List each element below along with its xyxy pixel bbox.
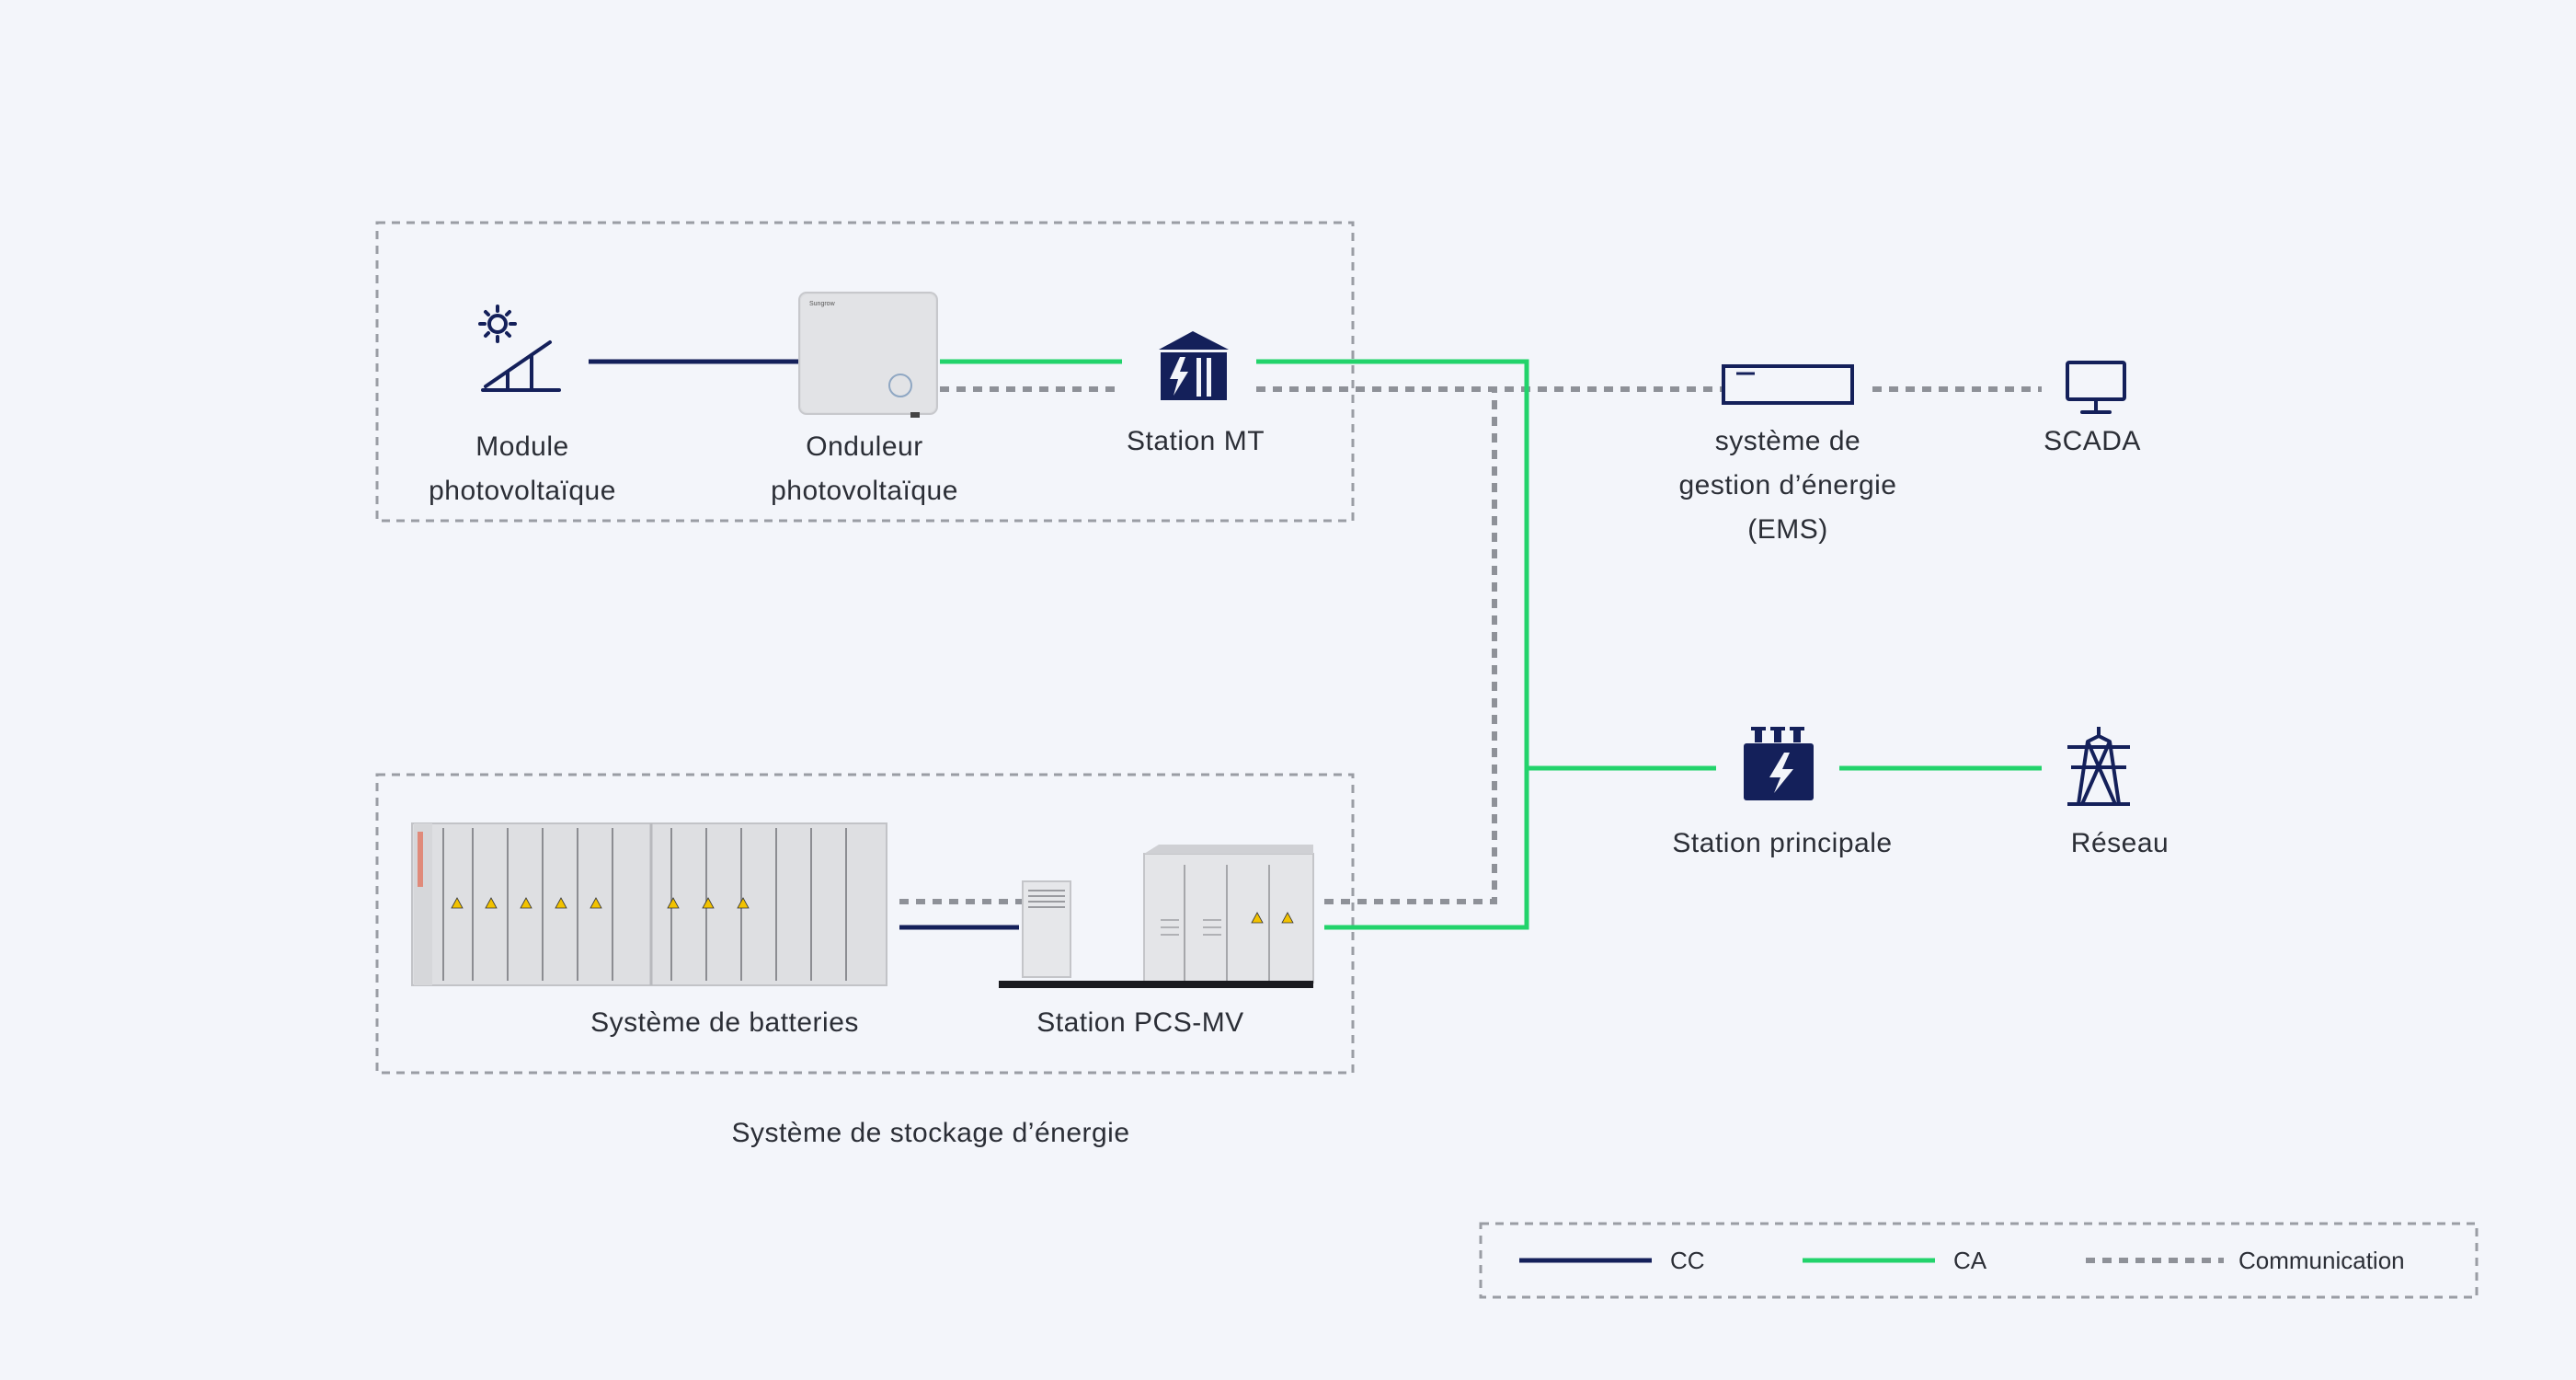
- storage-group-box: [375, 773, 1355, 1075]
- battery-system-label: Système de batteries: [590, 1007, 859, 1038]
- pcs-cabinet-icon: [999, 845, 1314, 988]
- legend-ac-label: CA: [1953, 1247, 1987, 1274]
- dc-lines: [589, 359, 1019, 930]
- pcs-mv-station-label: Station PCS-MV: [1036, 1007, 1244, 1038]
- ac-line-mt-bus: [1256, 359, 1529, 930]
- power-tower-icon: [2067, 727, 2130, 806]
- legend-comm-label: Communication: [2238, 1247, 2405, 1274]
- legend-box: [1479, 1222, 2479, 1299]
- solar-panel-icon: [478, 305, 561, 392]
- scada-label: SCADA: [2044, 426, 2141, 456]
- storage-group-label: Système de stockage d’énergie: [731, 1118, 1130, 1148]
- ems-label: système de gestion d’énergie (EMS): [1678, 426, 1897, 545]
- grid-label: Réseau: [2070, 828, 2170, 858]
- ems-device-icon: [1722, 364, 1854, 405]
- pv-module-label: Module photovoltaïque: [429, 431, 616, 506]
- legend-dc-label: CC: [1670, 1247, 1705, 1274]
- battery-container-icon: [411, 822, 887, 986]
- mv-station-label: Station MT: [1126, 426, 1265, 456]
- inverter-icon: Sungrow: [798, 292, 938, 418]
- main-station-label: Station principale: [1672, 828, 1893, 858]
- monitor-icon: [2066, 361, 2126, 414]
- svg-text:Sungrow: Sungrow: [809, 301, 836, 307]
- pv-group-box: [375, 221, 1355, 523]
- ac-lines: [940, 359, 2042, 930]
- communication-lines: [899, 386, 2042, 904]
- comm-line-pcs-ems: [1324, 389, 1497, 904]
- substation-building-icon: [1159, 331, 1229, 400]
- pv-inverter-label: Onduleur photovoltaïque: [771, 431, 958, 506]
- transformer-icon: [1744, 727, 1814, 800]
